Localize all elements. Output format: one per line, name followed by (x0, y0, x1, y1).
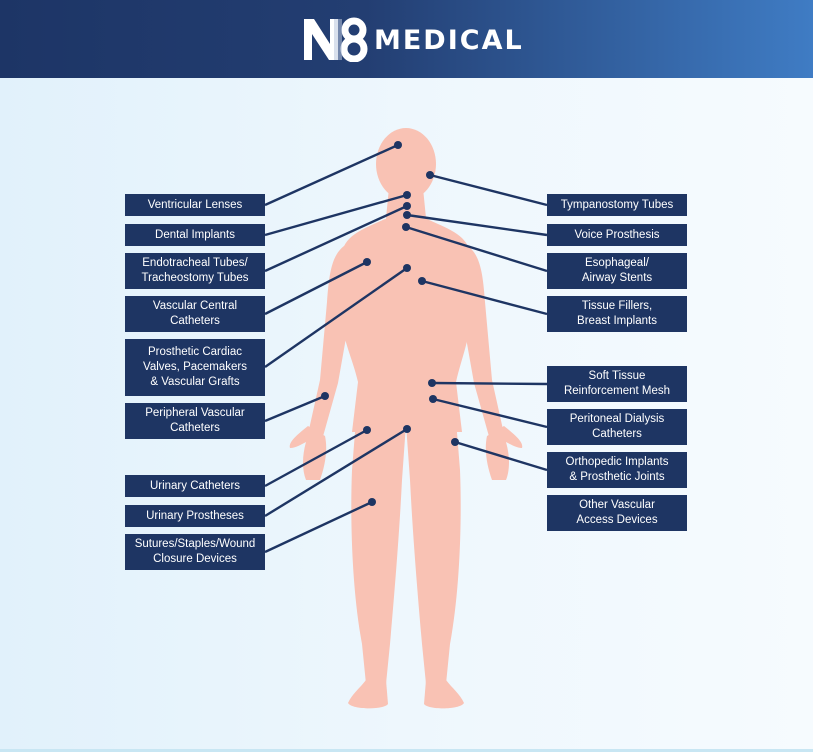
connector-voice-prosthesis (406, 213, 548, 237)
label-vascular-central-catheters: Vascular Central Catheters (125, 296, 265, 332)
anchor-dot (403, 191, 411, 199)
connector-lines (264, 143, 548, 554)
anchor-dot (429, 395, 437, 403)
connector-urinary-prostheses (264, 427, 408, 518)
label-soft-tissue-mesh: Soft Tissue Reinforcement Mesh (547, 366, 687, 402)
human-body-silhouette (289, 128, 523, 709)
connector-urinary-catheters (264, 428, 368, 488)
label-peritoneal-dialysis: Peritoneal Dialysis Catheters (547, 409, 687, 445)
label-prosthetic-cardiac-valves: Prosthetic Cardiac Valves, Pacemakers & … (125, 339, 265, 396)
label-sutures-staples: Sutures/Staples/Wound Closure Devices (125, 534, 265, 570)
anchor-dot (321, 392, 329, 400)
anchor-dot (363, 426, 371, 434)
connector-sutures-staples (264, 500, 373, 554)
anchor-dot (402, 223, 410, 231)
connector-orthopedic-implants (454, 440, 548, 472)
brand-logo: MEDICAL (302, 16, 524, 62)
anchor-dot (426, 171, 434, 179)
connector-peripheral-vascular-catheters (264, 394, 326, 423)
bottom-divider (0, 749, 813, 752)
header-banner: MEDICAL (0, 0, 813, 78)
connector-endotracheal-tubes (264, 204, 408, 273)
label-endotracheal-tubes: Endotracheal Tubes/ Tracheostomy Tubes (125, 253, 265, 289)
anchor-dot (403, 425, 411, 433)
connector-prosthetic-cardiac-valves (264, 267, 408, 368)
label-tissue-fillers: Tissue Fillers, Breast Implants (547, 296, 687, 332)
connector-esophageal-stents (405, 225, 548, 273)
label-peripheral-vascular-catheters: Peripheral Vascular Catheters (125, 403, 265, 439)
anchor-dot (451, 438, 459, 446)
anchor-dot (428, 379, 436, 387)
brand-name: MEDICAL (374, 24, 524, 56)
connector-dental-implants (264, 193, 408, 237)
anchor-dot (403, 211, 411, 219)
anchor-points (321, 141, 459, 506)
anchor-dot (368, 498, 376, 506)
label-orthopedic-implants: Orthopedic Implants & Prosthetic Joints (547, 452, 687, 488)
connector-ventricular-lenses (264, 143, 399, 207)
label-dental-implants: Dental Implants (125, 224, 265, 246)
anchor-dot (394, 141, 402, 149)
connector-vascular-central-catheters (264, 260, 368, 316)
label-tympanostomy-tubes: Tympanostomy Tubes (547, 194, 687, 216)
connector-tympanostomy-tubes (429, 173, 548, 207)
anchor-dot (403, 202, 411, 210)
n8-logo-mark-icon (304, 17, 368, 62)
anchor-dot (418, 277, 426, 285)
label-voice-prosthesis: Voice Prosthesis (547, 224, 687, 246)
connector-tissue-fillers (421, 279, 548, 316)
connector-peritoneal-dialysis (432, 397, 548, 429)
label-urinary-catheters: Urinary Catheters (125, 475, 265, 497)
anchor-dot (403, 264, 411, 272)
label-ventricular-lenses: Ventricular Lenses (125, 194, 265, 216)
label-esophageal-stents: Esophageal/ Airway Stents (547, 253, 687, 289)
label-other-vascular-access: Other Vascular Access Devices (547, 495, 687, 531)
connector-soft-tissue-mesh (431, 381, 548, 386)
anchor-dot (363, 258, 371, 266)
label-urinary-prostheses: Urinary Prostheses (125, 505, 265, 527)
